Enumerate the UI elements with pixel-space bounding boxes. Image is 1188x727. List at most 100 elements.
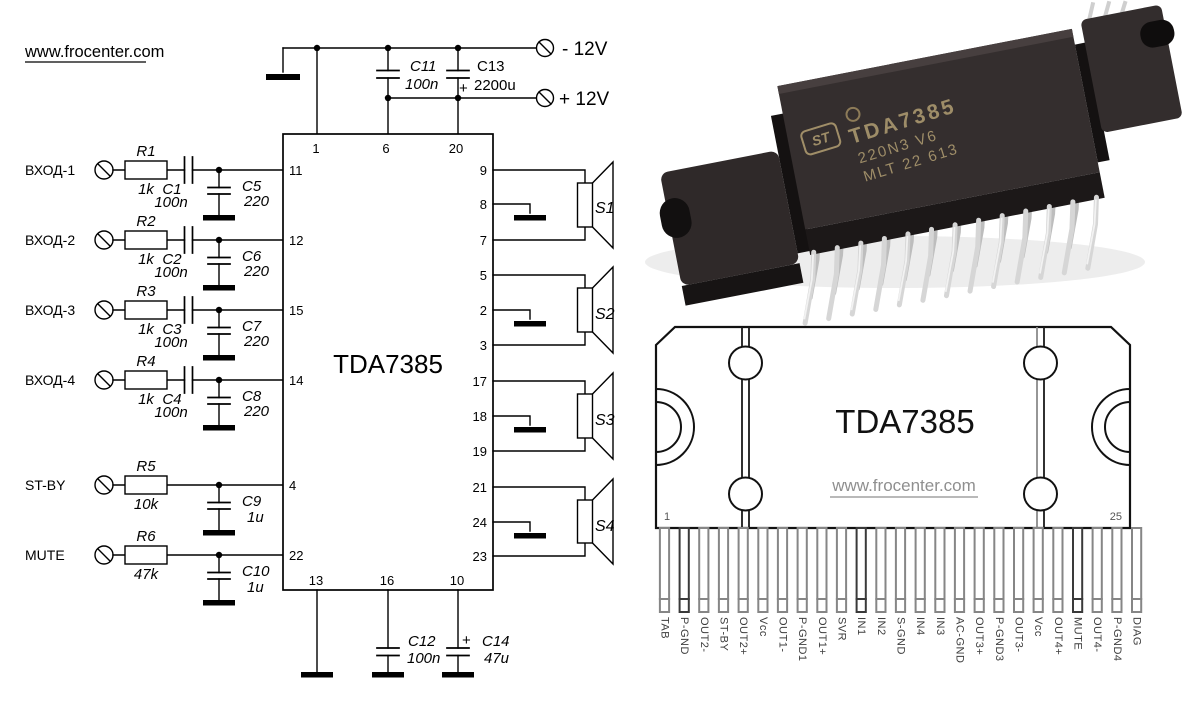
site-link[interactable]: www.frocenter.com bbox=[24, 43, 164, 63]
ic-body bbox=[282, 133, 494, 591]
ground-symbol bbox=[203, 215, 235, 221]
ic-pin-number: 22 bbox=[289, 548, 303, 563]
ground-symbol bbox=[514, 215, 546, 221]
pinout-pin bbox=[1111, 527, 1123, 600]
ic-pin-number: 21 bbox=[473, 480, 487, 495]
ic-pin-number: 19 bbox=[473, 444, 487, 459]
pin-label: IN4 bbox=[914, 617, 926, 636]
ic-pin-number: 23 bbox=[473, 549, 487, 564]
pinout-pin-tip bbox=[953, 598, 966, 613]
input-terminal-icon bbox=[94, 370, 114, 390]
ground-symbol bbox=[203, 285, 235, 291]
pinout-site-url[interactable]: www.frocenter.com bbox=[831, 476, 976, 495]
resistor-r5 bbox=[124, 475, 168, 495]
pinout-pin-tip bbox=[1013, 598, 1025, 613]
c14-value: 47u bbox=[484, 650, 510, 667]
c1-value: 100n bbox=[154, 194, 187, 211]
ic-pin-number: 10 bbox=[450, 573, 464, 588]
pinout-pin bbox=[816, 527, 828, 600]
c10-value: 1u bbox=[247, 579, 264, 596]
pinout-pin bbox=[678, 527, 690, 600]
package-right-notch bbox=[1091, 388, 1131, 466]
input-channel-3: ВХОД-3 R3 1k C3 100n C7 220 bbox=[25, 283, 284, 361]
pinout-pin bbox=[757, 527, 769, 600]
mounting-hole bbox=[1023, 345, 1058, 381]
c13-ref: C13 bbox=[477, 58, 505, 75]
chip-seam bbox=[770, 113, 812, 254]
c8-value: 220 bbox=[243, 403, 270, 420]
pinout-pin bbox=[1072, 527, 1084, 600]
pinout-pin bbox=[1032, 527, 1044, 600]
pin-label: OUT1+ bbox=[816, 617, 828, 655]
input-terminal-icon bbox=[94, 160, 114, 180]
resistor-r3 bbox=[124, 300, 168, 320]
pin-label: S-GND bbox=[895, 617, 907, 655]
pin-label: OUT4- bbox=[1091, 617, 1103, 653]
resistor-r2 bbox=[124, 230, 168, 250]
speaker-label: S3 bbox=[595, 412, 615, 429]
ground-symbol bbox=[203, 425, 235, 431]
capacitor-c1 bbox=[183, 156, 194, 184]
mounting-hole bbox=[728, 345, 763, 381]
input-terminal-icon bbox=[94, 300, 114, 320]
ic-pin-number: 3 bbox=[480, 338, 487, 353]
terminal-pos-icon bbox=[535, 88, 555, 108]
c3-ref: C3 bbox=[162, 321, 182, 338]
pinout-pin bbox=[737, 527, 749, 600]
c7-value: 220 bbox=[243, 333, 270, 350]
ic-pin-number: 7 bbox=[480, 233, 487, 248]
r5-ref: R5 bbox=[136, 458, 156, 475]
schematic: www.frocenter.com - 12V + 12V bbox=[24, 38, 615, 678]
terminal-neg-icon bbox=[535, 38, 555, 58]
input-channel-4: ВХОД-4 R4 1k C4 100n C8 220 bbox=[25, 353, 284, 431]
pinout-pin-tip bbox=[835, 598, 848, 613]
pinout-pin-tip bbox=[658, 598, 671, 613]
pinout-pin bbox=[1013, 527, 1025, 600]
ic-pin-number: 11 bbox=[289, 163, 303, 178]
laser-dot-icon bbox=[845, 106, 861, 122]
ground-symbol bbox=[203, 355, 235, 361]
ic-pin-number: 13 bbox=[309, 573, 323, 588]
r2-value: 1k bbox=[138, 251, 155, 268]
chip-left-tab-front bbox=[681, 263, 804, 306]
c8-ref: C8 bbox=[242, 388, 262, 405]
input3-label: ВХОД-3 bbox=[25, 302, 75, 318]
pinout-pin-tip bbox=[1111, 598, 1123, 613]
st-logo-icon bbox=[800, 122, 842, 156]
capacitor-c3 bbox=[183, 296, 194, 324]
r1-value: 1k bbox=[138, 181, 155, 198]
pinout-pin-tip bbox=[993, 598, 1005, 613]
stby-row: ST-BY R5 10k C9 1u bbox=[25, 458, 284, 536]
c14-ref: C14 bbox=[482, 633, 510, 650]
st-logo-text: ST bbox=[810, 128, 833, 149]
c4-ref: C4 bbox=[162, 391, 181, 408]
pinout-pin bbox=[658, 527, 671, 600]
ground-symbol bbox=[514, 533, 546, 539]
ground-symbol bbox=[301, 672, 333, 678]
ic-pin-number: 5 bbox=[480, 268, 487, 283]
pinout-pin bbox=[796, 527, 808, 600]
pin-label: SVR bbox=[836, 617, 848, 641]
speaker-driver bbox=[576, 499, 594, 544]
speaker-cone bbox=[591, 160, 614, 250]
c10-ref: C10 bbox=[242, 563, 270, 580]
resistor-r4 bbox=[124, 370, 168, 390]
site-url-text[interactable]: www.frocenter.com bbox=[24, 43, 164, 61]
capacitor-c11 bbox=[376, 69, 400, 79]
pinout-pin-tip bbox=[698, 598, 710, 613]
pinout-site-link[interactable]: www.frocenter.com bbox=[830, 476, 978, 498]
pinout-pin bbox=[1091, 527, 1103, 600]
mute-label: MUTE bbox=[25, 547, 65, 563]
c2-value: 100n bbox=[154, 264, 187, 281]
pinout-pin bbox=[993, 527, 1005, 600]
pinout-pin bbox=[894, 527, 907, 600]
package-title: TDA7385 bbox=[835, 403, 974, 440]
pin-label: P-GND bbox=[678, 617, 690, 655]
stby-label: ST-BY bbox=[25, 477, 66, 493]
c9-value: 1u bbox=[247, 509, 264, 526]
ic-pin-number: 1 bbox=[312, 141, 319, 156]
input-terminal-icon bbox=[94, 545, 114, 565]
ic-pin-number: 15 bbox=[289, 303, 303, 318]
pinout-pin bbox=[914, 527, 926, 600]
